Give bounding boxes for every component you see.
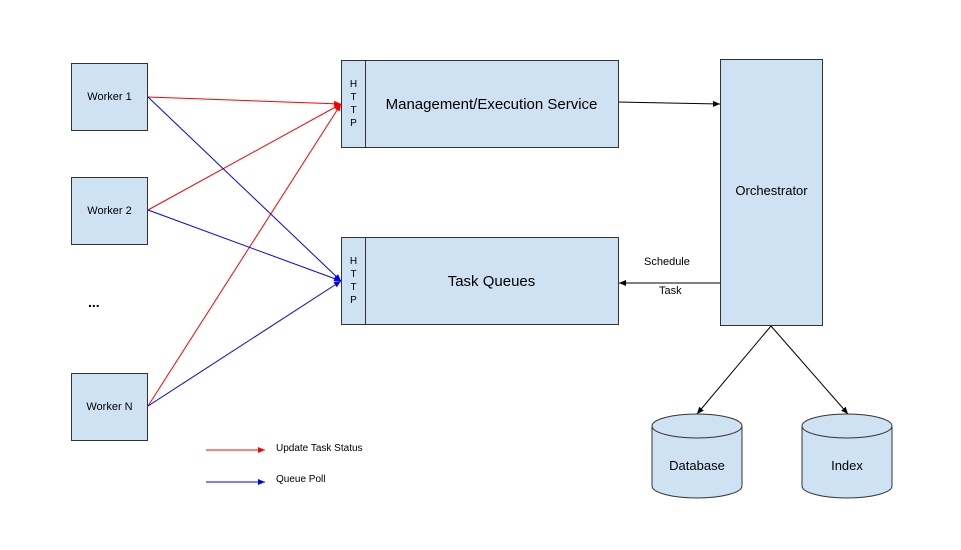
update-arrow-worker2 <box>147 103 342 211</box>
poll-arrow-worker2 <box>147 209 342 282</box>
update-arrow-workern <box>147 103 342 407</box>
legend-poll-label: Queue Poll <box>276 474 326 485</box>
orchestrator-to-index-arrow <box>770 325 849 415</box>
worker-n-label: Worker N <box>86 401 133 413</box>
poll-arrow-workern <box>147 280 342 407</box>
database-cylinder <box>651 413 743 499</box>
orchestrator-to-database-arrow <box>696 325 772 415</box>
service-to-orchestrator-arrow <box>618 100 721 107</box>
worker-n-box: Worker N <box>71 373 148 441</box>
index-cylinder <box>801 413 893 499</box>
index-label: Index <box>831 458 863 473</box>
database-label: Database <box>669 458 725 473</box>
worker-1-box: Worker 1 <box>71 63 148 131</box>
worker-1-label: Worker 1 <box>87 91 132 103</box>
management-service-label: Management/Execution Service <box>385 95 598 113</box>
task-label: Task <box>659 285 682 297</box>
task-queues-label: Task Queues <box>447 272 536 290</box>
worker-2-label: Worker 2 <box>87 205 132 217</box>
orchestrator-label: Orchestrator <box>735 183 808 198</box>
orchestrator-box: Orchestrator <box>720 59 823 326</box>
legend-update-label: Update Task Status <box>276 443 363 454</box>
workers-ellipsis: ... <box>88 294 100 310</box>
poll-arrow-worker1 <box>147 96 342 282</box>
worker-2-box: Worker 2 <box>71 177 148 245</box>
schedule-label: Schedule <box>644 256 690 268</box>
update-arrow-worker1 <box>147 96 342 107</box>
